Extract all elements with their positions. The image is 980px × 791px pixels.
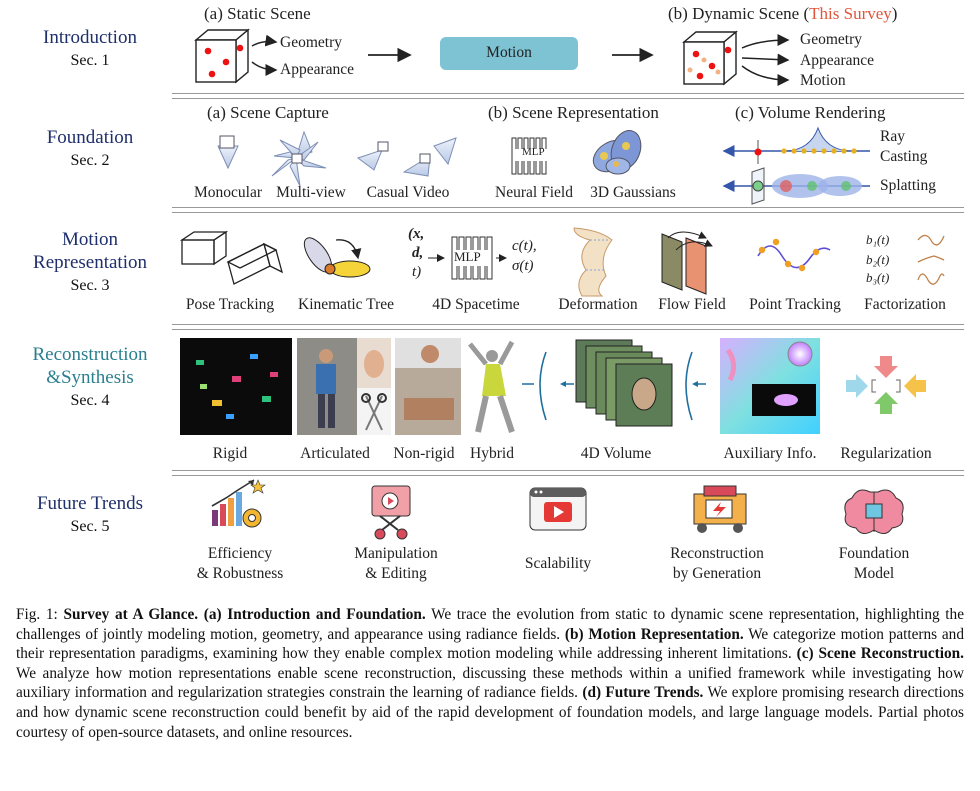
efficiency-label-2: & Robustness xyxy=(196,565,284,582)
scalability-label: Scalability xyxy=(524,555,592,572)
casting-label: Casting xyxy=(880,148,928,165)
reconstruction-generation-label-1: Reconstruction xyxy=(670,545,764,562)
scene-representation-heading: (b) Scene Representation xyxy=(488,103,659,122)
generator-icon xyxy=(693,485,747,533)
foundation-model-brain-icon xyxy=(844,489,904,534)
divider xyxy=(172,470,964,476)
articulated-hand-photo xyxy=(357,338,391,388)
articulated-person-photo xyxy=(297,338,357,435)
foundation-model-label-1: Foundation xyxy=(838,545,910,562)
auxiliary-info-images xyxy=(720,338,820,434)
reconstruction-generation-label-2: by Generation xyxy=(672,565,762,582)
kinematic-tree-label: Kinematic Tree xyxy=(298,296,394,313)
ray-label: Ray xyxy=(880,128,905,145)
basis-b3-label: b₃(t) xyxy=(866,270,890,285)
casual-video-label: Casual Video xyxy=(366,184,450,201)
nonrigid-scene-photo xyxy=(395,338,461,435)
static-cube-icon xyxy=(194,28,250,84)
manipulation-label-2: & Editing xyxy=(365,565,427,582)
input-t-label: t) xyxy=(412,264,422,280)
nonrigid-label: Non-rigid xyxy=(393,445,455,462)
motion-label-2: Motion xyxy=(800,72,846,89)
output-sigma-label: σ(t) xyxy=(512,258,534,274)
4d-volume-label: 4D Volume xyxy=(580,445,652,462)
flow-field-icon xyxy=(661,231,713,295)
casual-video-cameras-icon xyxy=(356,137,457,177)
deformation-label: Deformation xyxy=(558,296,638,313)
factorization-curves-icon xyxy=(917,234,945,285)
mlp-label: MLP xyxy=(522,146,545,158)
future-graphics xyxy=(211,479,904,540)
point-tracking-icon xyxy=(757,238,831,272)
motion-graphics xyxy=(179,227,945,297)
scene-capture-heading: (a) Scene Capture xyxy=(207,103,329,122)
articulated-scissors-photo xyxy=(357,388,391,435)
hybrid-figure-photo xyxy=(468,340,515,433)
efficiency-label-1: Efficiency xyxy=(207,545,273,562)
dynamic-scene-heading: (b) Dynamic Scene (This Survey) xyxy=(668,4,898,23)
kinematic-tree-icon xyxy=(303,237,371,278)
efficiency-chart-icon xyxy=(211,479,266,528)
rigid-scene-photo xyxy=(180,338,292,435)
recon-graphics xyxy=(180,338,926,435)
input-x-label: (x, xyxy=(408,226,425,242)
output-c-label: c(t), xyxy=(512,238,537,254)
divider xyxy=(172,324,964,330)
foundation-graphics xyxy=(217,126,870,205)
static-scene-heading: (a) Static Scene xyxy=(204,4,311,23)
monocular-camera-icon xyxy=(217,135,239,170)
regularization-label: Regularization xyxy=(840,445,932,462)
multiview-cameras-icon xyxy=(271,130,327,187)
neural-field-icon xyxy=(511,137,547,175)
input-d-label: d, xyxy=(412,245,424,261)
multiview-label: Multi-view xyxy=(276,184,346,201)
point-tracking-label: Point Tracking xyxy=(749,296,841,313)
volume-rendering-heading: (c) Volume Rendering xyxy=(735,103,886,122)
appearance-label: Appearance xyxy=(280,61,355,78)
intro-graphics xyxy=(194,28,790,86)
basis-b2-label: b₂(t) xyxy=(866,252,890,267)
dynamic-cube-icon xyxy=(682,30,738,86)
deformation-icon xyxy=(573,227,613,297)
figure-caption: Fig. 1: Survey at A Glance. (a) Introduc… xyxy=(16,606,964,741)
manipulation-label-1: Manipulation xyxy=(354,545,438,562)
hybrid-label: Hybrid xyxy=(470,445,514,462)
monocular-label: Monocular xyxy=(193,184,263,201)
ray-casting-icon xyxy=(722,126,870,164)
4d-volume-frames xyxy=(575,339,673,427)
spacetime-mlp-icon xyxy=(428,236,507,280)
gaussians-icon xyxy=(592,130,642,175)
splatting-label: Splatting xyxy=(880,177,936,194)
factorization-label: Factorization xyxy=(864,296,946,313)
section-title-foundation: Foundation Sec. 2 xyxy=(46,127,134,169)
pose-tracking-icon xyxy=(179,230,284,285)
section-title-motion: Motion Representation Sec. 3 xyxy=(33,229,147,294)
pose-tracking-label: Pose Tracking xyxy=(185,296,275,313)
geometry-label-2: Geometry xyxy=(800,31,862,48)
rigid-label: Rigid xyxy=(212,445,248,462)
manipulation-scissors-icon xyxy=(371,485,411,540)
foundation-model-label-2: Model xyxy=(853,565,895,582)
basis-b1-label: b₁(t) xyxy=(866,232,890,247)
section-title-future: Future Trends Sec. 5 xyxy=(36,493,144,535)
section-title-intro: Introduction Sec. 1 xyxy=(43,27,137,69)
motion-box-label: Motion xyxy=(486,44,532,61)
divider xyxy=(172,207,964,213)
gaussians-label: 3D Gaussians xyxy=(590,184,676,201)
motion-box xyxy=(440,37,578,70)
auxiliary-info-label: Auxiliary Info. xyxy=(723,445,817,462)
flow-field-label: Flow Field xyxy=(658,296,726,313)
appearance-label-2: Appearance xyxy=(800,52,875,69)
section-title-recon: Reconstruction &Synthesis Sec. 4 xyxy=(32,344,148,409)
splatting-icon xyxy=(722,167,870,205)
geometry-label: Geometry xyxy=(280,34,342,51)
scalability-video-icon xyxy=(529,487,587,531)
articulated-label: Articulated xyxy=(300,445,370,462)
regularization-icon xyxy=(846,356,926,414)
divider xyxy=(172,93,964,99)
spacetime-label: 4D Spacetime xyxy=(432,296,520,313)
neural-field-label: Neural Field xyxy=(495,184,573,201)
spacetime-mlp-label: MLP xyxy=(454,249,481,264)
this-survey-label: This Survey xyxy=(809,4,892,23)
